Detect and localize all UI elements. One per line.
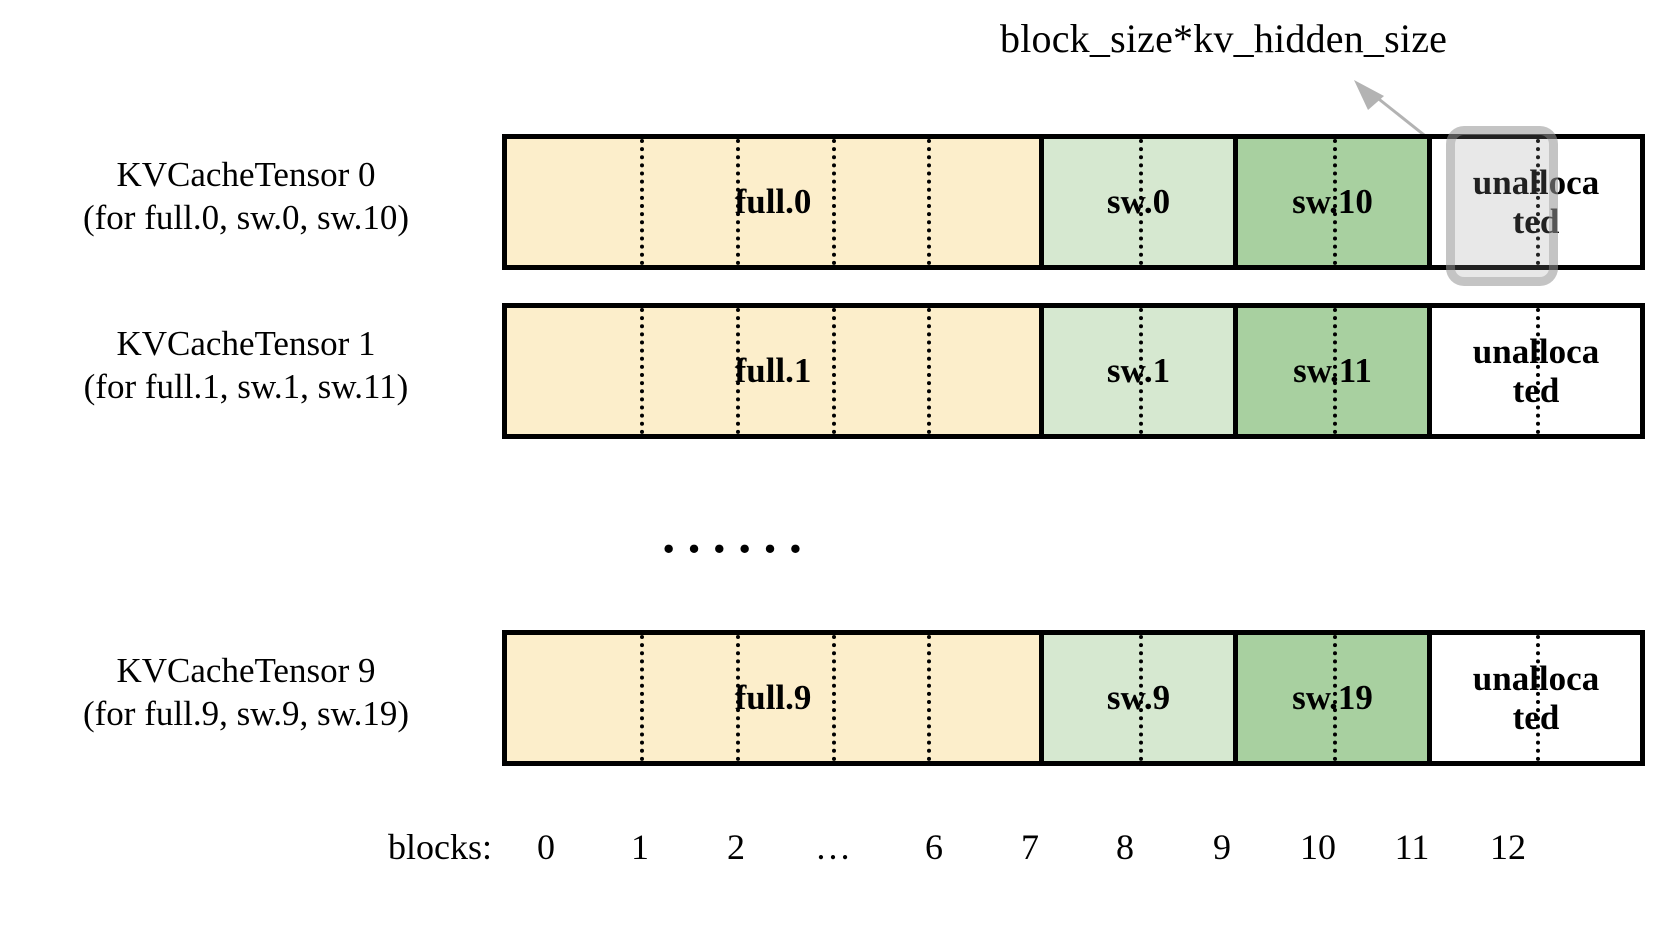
- segment-sw-1[interactable]: sw.1: [1044, 308, 1238, 434]
- segment-sw-11[interactable]: sw.11: [1238, 308, 1432, 434]
- axis-tick-7: 9: [1213, 827, 1231, 867]
- segment-full-0-label: full.0: [734, 181, 812, 221]
- axis-tick-1: 1: [631, 827, 649, 867]
- tensor-row-9-label-line2: (for full.9, sw.9, sw.19): [83, 693, 409, 733]
- segment-full-9-label: full.9: [734, 677, 812, 717]
- segment-unallocated-1-line1: unalloca: [1472, 331, 1600, 371]
- segment-sw-10[interactable]: sw.10: [1238, 139, 1432, 265]
- segment-sw-0[interactable]: sw.0: [1044, 139, 1238, 265]
- tensor-row-1-label-line2: (for full.1, sw.1, sw.11): [83, 366, 409, 406]
- segment-sw-9[interactable]: sw.9: [1044, 635, 1238, 761]
- segment-full-9[interactable]: full.9: [507, 635, 1044, 761]
- axis-tick-8: 10: [1300, 827, 1336, 867]
- segment-full-1-label: full.1: [734, 350, 812, 390]
- segment-unallocated-1-line2: ted: [1512, 371, 1560, 410]
- axis-tick-10: 12: [1490, 827, 1526, 867]
- axis-tick-3: …: [815, 827, 851, 867]
- segment-unallocated-9-line1: unalloca: [1472, 658, 1600, 698]
- segment-full-0[interactable]: full.0: [507, 139, 1044, 265]
- segment-unallocated-0-line2: ted: [1512, 202, 1560, 241]
- segment-sw-9-label: sw.9: [1106, 677, 1171, 717]
- tensor-row-9-label: KVCacheTensor 9 (for full.9, sw.9, sw.19…: [0, 650, 492, 735]
- highlight-callout-block-11: [1446, 126, 1558, 286]
- axis-tick-5: 7: [1021, 827, 1039, 867]
- segment-unallocated-9[interactable]: unalloca ted: [1432, 635, 1640, 761]
- axis-tick-4: 6: [925, 827, 943, 867]
- segment-sw-10-label: sw.10: [1292, 181, 1373, 221]
- segment-sw-11-label: sw.11: [1293, 350, 1372, 390]
- axis-tick-9: 11: [1394, 827, 1430, 867]
- axis-tick-2: 2: [727, 827, 745, 867]
- axis-tick-6: 8: [1116, 827, 1134, 867]
- segment-unallocated-0-line1: unalloca: [1472, 162, 1600, 202]
- tensor-row-0-label: KVCacheTensor 0 (for full.0, sw.0, sw.10…: [0, 154, 492, 239]
- annotation-label: block_size*kv_hidden_size: [1000, 16, 1448, 61]
- segment-full-1[interactable]: full.1: [507, 308, 1044, 434]
- tensor-row-0-label-line2: (for full.0, sw.0, sw.10): [83, 197, 409, 237]
- segment-sw-0-label: sw.0: [1106, 181, 1171, 221]
- segment-unallocated-1[interactable]: unalloca ted: [1432, 308, 1640, 434]
- segment-unallocated-0[interactable]: unalloca ted: [1432, 139, 1640, 265]
- segment-sw-19[interactable]: sw.19: [1238, 635, 1432, 761]
- tensor-bar-0[interactable]: full.0 sw.0 sw.10 unalloca ted: [502, 134, 1645, 270]
- tensor-bar-1[interactable]: full.1 sw.1 sw.11 unalloca ted: [502, 303, 1645, 439]
- tensor-row-1-label-line1: KVCacheTensor 1: [116, 324, 376, 363]
- segment-sw-19-label: sw.19: [1292, 677, 1373, 717]
- axis-tick-0: 0: [537, 827, 555, 867]
- tensor-row-1-label: KVCacheTensor 1 (for full.1, sw.1, sw.11…: [0, 323, 492, 408]
- blocks-axis-title: blocks:: [388, 827, 492, 867]
- blocks-axis: blocks: 0 1 2 … 6 7 8 9 10 11 12: [0, 826, 1676, 886]
- rows-ellipsis: ······: [660, 521, 813, 578]
- tensor-bar-9[interactable]: full.9 sw.9 sw.19 unalloca ted: [502, 630, 1645, 766]
- segment-sw-1-label: sw.1: [1106, 350, 1171, 390]
- segment-unallocated-9-line2: ted: [1512, 698, 1560, 737]
- tensor-row-9-label-line1: KVCacheTensor 9: [116, 651, 376, 690]
- tensor-row-0-label-line1: KVCacheTensor 0: [116, 155, 376, 194]
